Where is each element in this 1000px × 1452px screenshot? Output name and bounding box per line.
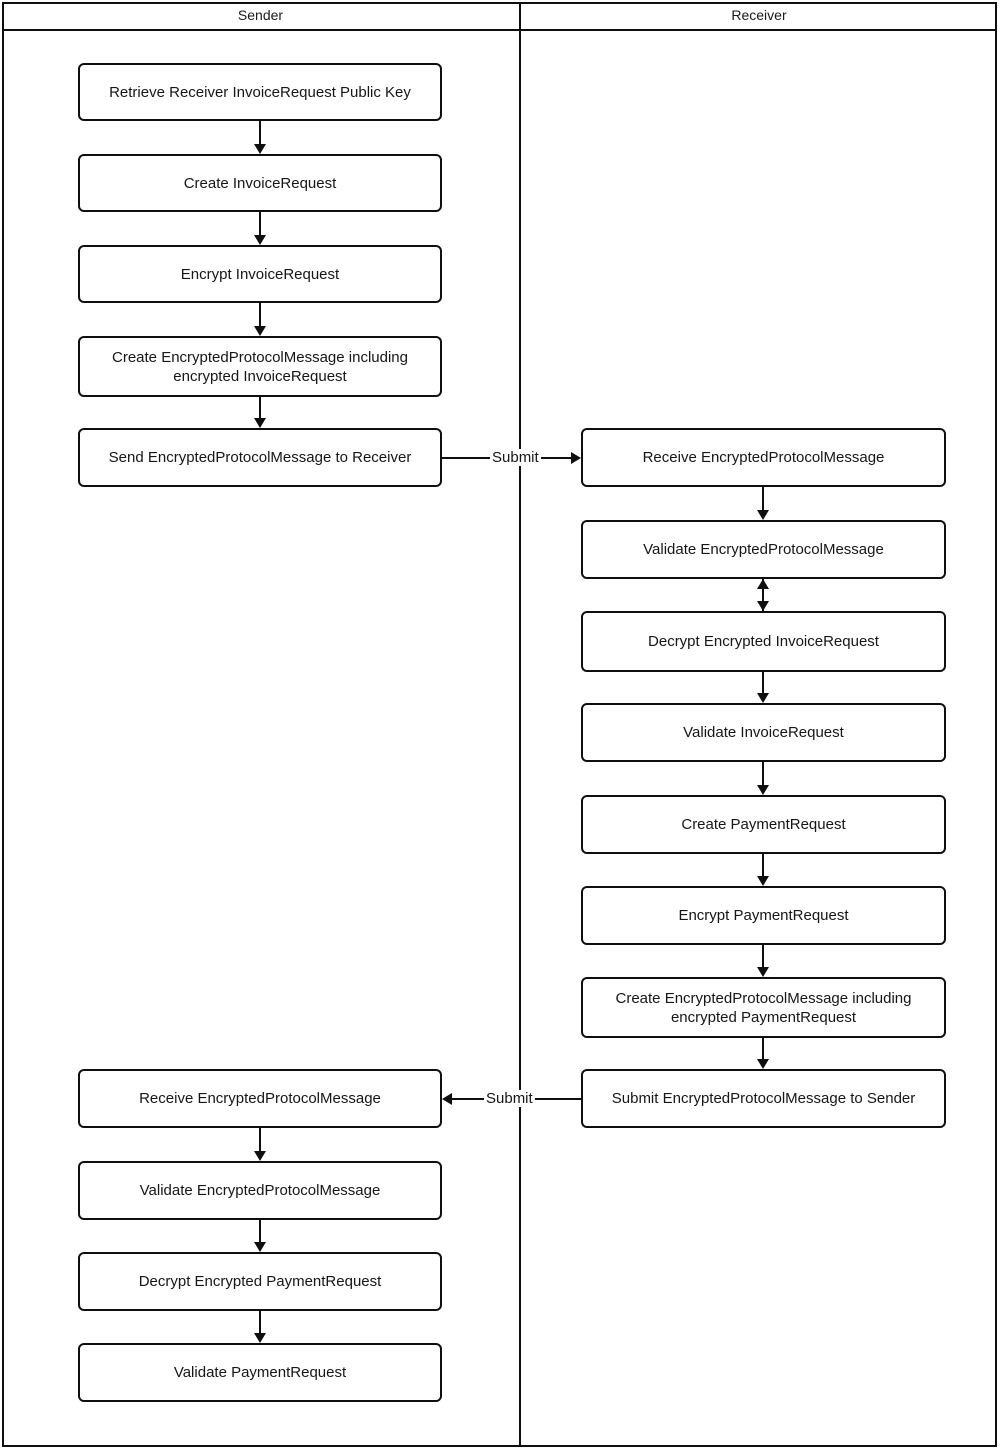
connector-s3-s4 xyxy=(259,303,261,326)
arrowhead-s8-s9-icon xyxy=(254,1333,266,1343)
connector-s8-s9 xyxy=(259,1311,261,1333)
node-decrypt-encrypted-paymentrequest[interactable]: Decrypt Encrypted PaymentRequest xyxy=(78,1252,442,1311)
arrowhead-r5-r6-icon xyxy=(757,876,769,886)
connector-r5-r6 xyxy=(762,854,764,876)
node-validate-invoicerequest[interactable]: Validate InvoiceRequest xyxy=(581,703,946,762)
arrowhead-s7-s8-icon xyxy=(254,1242,266,1252)
arrowhead-submit-to-sender-icon xyxy=(442,1093,452,1105)
connector-r1-r2 xyxy=(762,487,764,510)
connector-r4-r5 xyxy=(762,762,764,785)
connector-r7-r8 xyxy=(762,1038,764,1059)
arrowhead-s1-s2-icon xyxy=(254,144,266,154)
connector-s2-s3 xyxy=(259,212,261,235)
node-receive-encryptedprotocolmessage-receiver[interactable]: Receive EncryptedProtocolMessage xyxy=(581,428,946,487)
node-retrieve-receiver-invoicerequest-public-key[interactable]: Retrieve Receiver InvoiceRequest Public … xyxy=(78,63,442,121)
arrowhead-r1-r2-icon xyxy=(757,510,769,520)
node-validate-encryptedprotocolmessage-sender[interactable]: Validate EncryptedProtocolMessage xyxy=(78,1161,442,1220)
node-create-encryptedprotocolmessage-invoicerequest[interactable]: Create EncryptedProtocolMessage includin… xyxy=(78,336,442,397)
connector-r2-r3 xyxy=(762,579,764,611)
arrowhead-r4-r5-icon xyxy=(757,785,769,795)
node-create-encryptedprotocolmessage-paymentrequest[interactable]: Create EncryptedProtocolMessage includin… xyxy=(581,977,946,1038)
arrowhead-s2-s3-icon xyxy=(254,235,266,245)
arrowhead-r3-r4-icon xyxy=(757,693,769,703)
arrowhead-s3-s4-icon xyxy=(254,326,266,336)
edge-label-submit-to-receiver: Submit xyxy=(490,449,541,466)
arrowhead-r2-r3-icon xyxy=(757,601,769,611)
connector-s1-s2 xyxy=(259,121,261,144)
arrowhead-s4-s5-icon xyxy=(254,418,266,428)
node-encrypt-invoicerequest[interactable]: Encrypt InvoiceRequest xyxy=(78,245,442,303)
arrowhead-r6-r7-icon xyxy=(757,967,769,977)
connector-s6-s7 xyxy=(259,1128,261,1151)
node-receive-encryptedprotocolmessage-sender[interactable]: Receive EncryptedProtocolMessage xyxy=(78,1069,442,1128)
lane-header-sender: Sender xyxy=(237,7,284,23)
node-submit-encryptedprotocolmessage-to-sender[interactable]: Submit EncryptedProtocolMessage to Sende… xyxy=(581,1069,946,1128)
lane-divider xyxy=(519,2,521,1447)
arrowhead-submit-to-receiver-icon xyxy=(571,452,581,464)
node-validate-paymentrequest[interactable]: Validate PaymentRequest xyxy=(78,1343,442,1402)
connector-s4-s5 xyxy=(259,397,261,418)
connector-r3-r4 xyxy=(762,672,764,693)
arrowhead-s6-s7-icon xyxy=(254,1151,266,1161)
node-create-invoicerequest[interactable]: Create InvoiceRequest xyxy=(78,154,442,212)
arrowhead-r3-r2-icon xyxy=(757,579,769,589)
node-encrypt-paymentrequest[interactable]: Encrypt PaymentRequest xyxy=(581,886,946,945)
lane-header-receiver: Receiver xyxy=(731,7,787,23)
arrowhead-r7-r8-icon xyxy=(757,1059,769,1069)
edge-label-submit-to-sender: Submit xyxy=(484,1090,535,1107)
node-validate-encryptedprotocolmessage-receiver[interactable]: Validate EncryptedProtocolMessage xyxy=(581,520,946,579)
header-rule xyxy=(2,29,997,31)
node-decrypt-encrypted-invoicerequest[interactable]: Decrypt Encrypted InvoiceRequest xyxy=(581,611,946,672)
node-create-paymentrequest[interactable]: Create PaymentRequest xyxy=(581,795,946,854)
connector-r6-r7 xyxy=(762,945,764,967)
connector-s7-s8 xyxy=(259,1220,261,1242)
node-send-encryptedprotocolmessage-to-receiver[interactable]: Send EncryptedProtocolMessage to Receive… xyxy=(78,428,442,487)
